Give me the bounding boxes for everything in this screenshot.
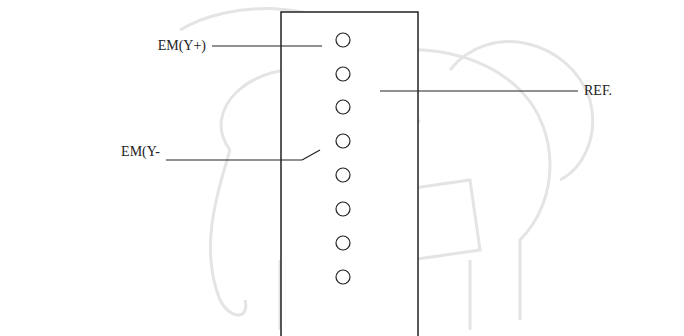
leader-lines — [166, 46, 578, 160]
signal-label: REF. — [584, 83, 612, 99]
electrode-holes — [336, 33, 350, 284]
leader-line — [302, 150, 320, 160]
signal-label: EM(Y+) — [158, 38, 206, 54]
signal-label: EM(Y- — [121, 144, 160, 160]
leader-line — [166, 159, 302, 160]
leader-line — [380, 90, 578, 91]
leader-line — [212, 45, 322, 46]
sensor-strip — [281, 12, 418, 336]
